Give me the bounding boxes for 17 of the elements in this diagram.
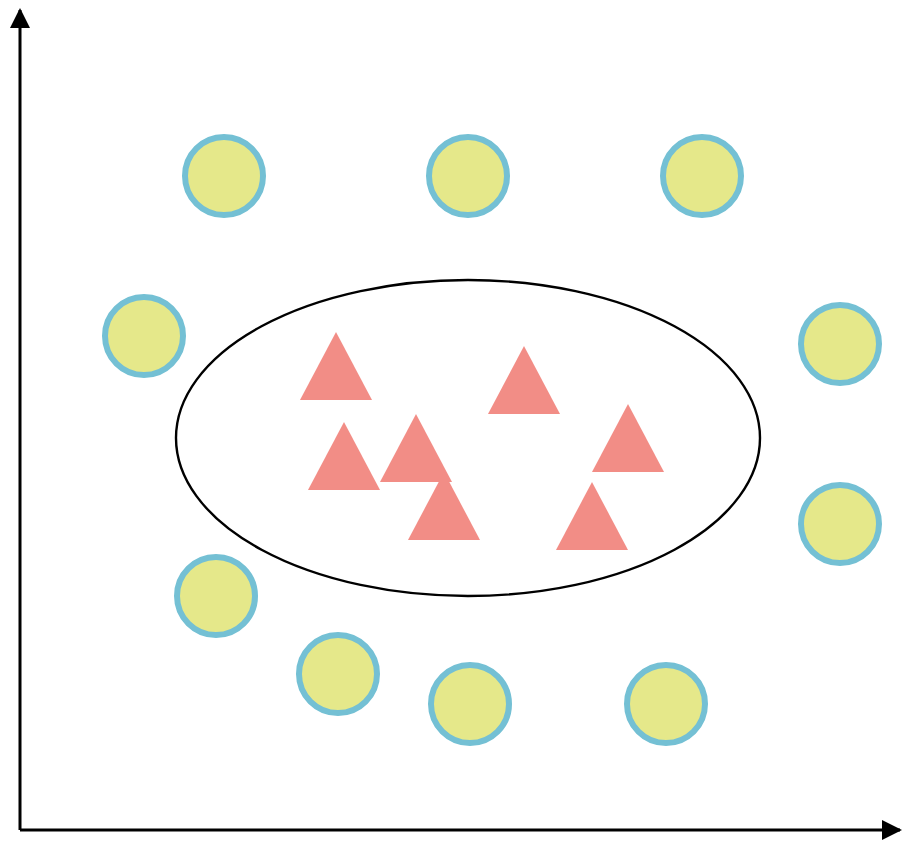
triangle-marker [488,346,560,414]
circle-marker [798,482,882,566]
triangle-marker [308,422,380,490]
circle-marker [102,294,186,378]
circle-marker [798,302,882,386]
circle-marker [426,134,510,218]
triangle-marker [380,414,452,482]
circle-marker [428,662,512,746]
circle-marker [296,632,380,716]
triangle-marker [300,332,372,400]
triangle-marker [592,404,664,472]
circle-marker [624,662,708,746]
circle-marker [174,554,258,638]
circle-marker [182,134,266,218]
triangle-marker [556,482,628,550]
circle-marker [660,134,744,218]
ellipse-boundary [174,278,762,598]
